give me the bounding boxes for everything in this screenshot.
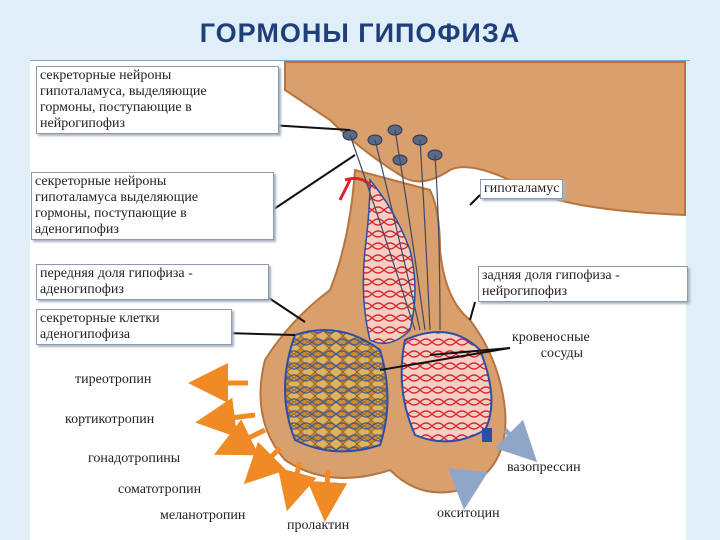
label-blood-vessels: кровеносные сосуды <box>512 330 590 362</box>
label-line: секреторные клетки <box>40 311 228 327</box>
label-line: нейрогипофиз <box>40 116 275 132</box>
label-line: секреторные нейроны <box>35 174 270 190</box>
label-line: гормоны, поступающие в <box>35 206 270 222</box>
label-line: передняя доля гипофиза - <box>40 266 265 282</box>
label-line: гипоталамуса, выделяющие <box>40 84 275 100</box>
hormone-corticotropin: кортикотропин <box>65 412 154 428</box>
hormone-oxytocin: окситоцин <box>437 506 500 522</box>
hormone-thyrotropin: тиреотропин <box>75 372 151 388</box>
label-line: секреторные нейроны <box>40 68 275 84</box>
label-line: кровеносные <box>512 330 590 346</box>
label-line: аденогипофиза <box>40 327 228 343</box>
label-line: гипоталамуса выделяющие <box>35 190 270 206</box>
label-line: нейрогипофиз <box>482 284 684 300</box>
label-line: сосуды <box>512 346 590 362</box>
hormone-gonadotropins: гонадотропины <box>88 451 180 467</box>
label-neurons-neurohypophysis: секреторные нейроны гипоталамуса, выделя… <box>36 66 279 134</box>
label-line: аденогипофиз <box>35 222 270 238</box>
label-line: аденогипофиз <box>40 282 265 298</box>
label-neurons-adenohypophysis: секреторные нейроны гипоталамуса выделяю… <box>31 172 274 240</box>
label-line: гипоталамус <box>484 181 559 197</box>
label-secretory-cells: секреторные клетки аденогипофиза <box>36 309 232 345</box>
hormone-prolactin: пролактин <box>287 518 349 534</box>
posterior-lobe <box>402 332 492 441</box>
hormone-somatotropin: соматотропин <box>118 482 201 498</box>
label-anterior-lobe: передняя доля гипофиза - аденогипофиз <box>36 264 269 300</box>
hormone-vasopressin: вазопрессин <box>507 460 581 476</box>
label-hypothalamus: гипоталамус <box>480 179 563 199</box>
label-line: задняя доля гипофиза - <box>482 268 684 284</box>
label-line: гормоны, поступающие в <box>40 100 275 116</box>
hormone-melanotropin: меланотропин <box>160 508 245 524</box>
label-posterior-lobe: задняя доля гипофиза - нейрогипофиз <box>478 266 688 302</box>
